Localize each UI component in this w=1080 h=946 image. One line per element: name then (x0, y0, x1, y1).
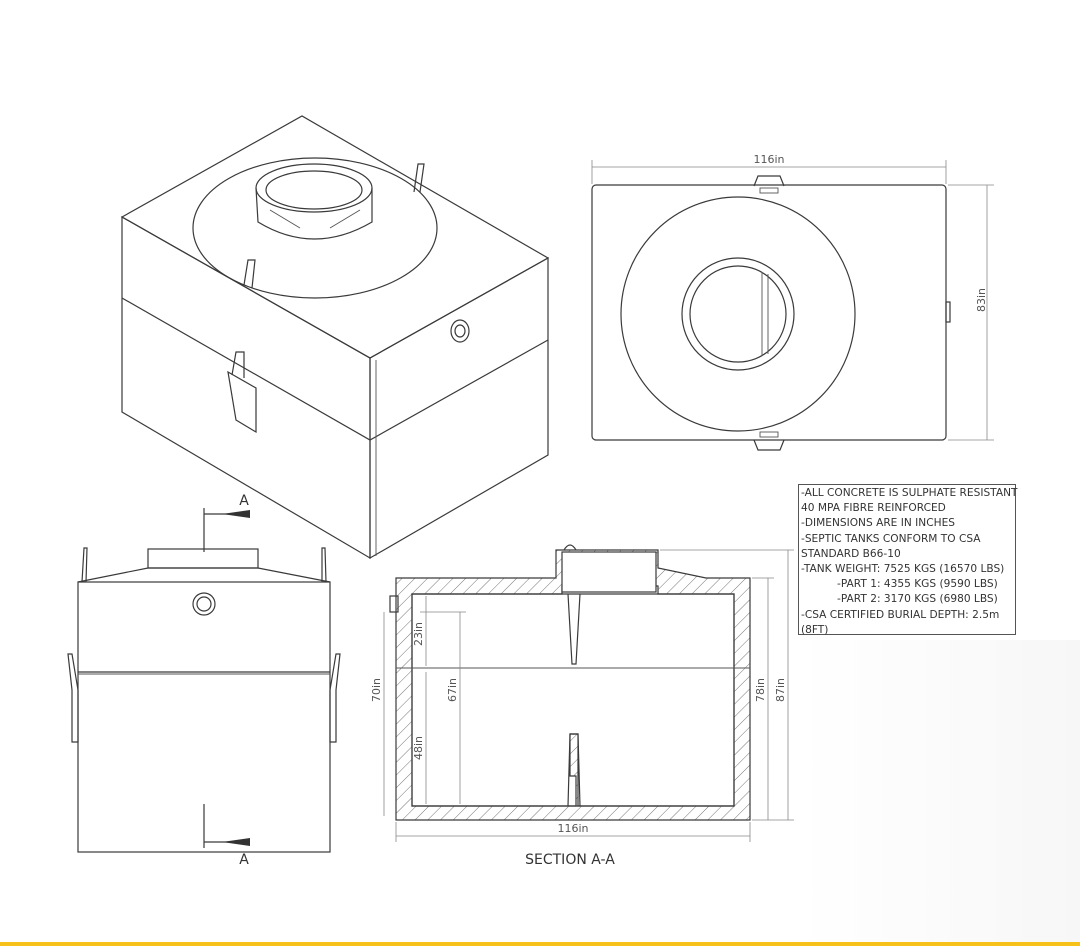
top-inlet-stub (945, 301, 951, 323)
iso-lug-plate (227, 370, 257, 434)
section-baffle-bottom (567, 733, 581, 807)
background-shade (798, 640, 1080, 942)
iso-lid-ring (192, 157, 438, 299)
section-riser-opening (561, 551, 657, 593)
iso-joint-line (121, 297, 549, 441)
top-riser-inner (689, 265, 787, 363)
section-title: SECTION A-A (525, 852, 615, 868)
dim-78: 78in (754, 678, 767, 702)
iso-riser-baffle (269, 209, 361, 229)
side-lug-left (67, 653, 79, 743)
top-width-dim: 116in (753, 153, 784, 166)
note-line: -PART 1: 4355 KGS (9590 LBS) (837, 578, 998, 591)
dim-23: 23in (412, 622, 425, 646)
section-marker-top: A (239, 493, 249, 509)
top-lid-ring (620, 196, 856, 432)
iso-inlet-pipe-inner (454, 324, 466, 338)
iso-right-face (369, 256, 549, 560)
top-view: 116in 83in (591, 153, 994, 451)
section-baffle-top (567, 593, 581, 665)
side-view: A A (67, 493, 341, 868)
dim-70: 70in (370, 678, 383, 702)
side-hook-left-top (81, 547, 88, 583)
note-line: -CSA CERTIFIED BURIAL DEPTH: 2.5m (801, 608, 1000, 621)
top-hook-top (753, 175, 785, 187)
section-marker-top-arrow (222, 510, 250, 518)
top-depth-dim: 83in (975, 288, 988, 312)
section-hook (563, 544, 577, 551)
dim-48: 48in (412, 736, 425, 760)
notes-box: -ALL CONCRETE IS SULPHATE RESISTANT 40 M… (798, 484, 1018, 636)
section-width-dim: 116in (557, 822, 588, 835)
note-line: -TANK WEIGHT: 7525 KGS (16570 LBS) (801, 563, 1005, 576)
note-line: -SEPTIC TANKS CONFORM TO CSA (801, 532, 981, 545)
side-inlet-inner (196, 596, 212, 612)
note-line: STANDARD B66-10 (801, 547, 901, 560)
iso-inlet-pipe (450, 319, 470, 343)
section-marker-bottom-arrow (222, 838, 250, 846)
side-riser (147, 548, 259, 569)
dim-67: 67in (446, 678, 459, 702)
note-line: (8FT) (801, 623, 829, 636)
side-inlet-outer (192, 592, 216, 616)
side-lug-right (329, 653, 341, 743)
section-cavity (411, 593, 735, 807)
note-line: 40 MPA FIBRE REINFORCED (801, 502, 946, 515)
section-marker-bottom: A (239, 852, 249, 868)
accent-bar (0, 942, 1080, 946)
note-line: -ALL CONCRETE IS SULPHATE RESISTANT (801, 487, 1018, 499)
iso-riser-body (255, 187, 373, 240)
iso-lift-hook-top (413, 163, 425, 193)
side-top-taper (77, 567, 331, 583)
iso-lug-loop (231, 351, 245, 378)
section-view: 116in 70in 23in 48in 67in 78in 87in SECT… (370, 544, 794, 868)
top-outline (591, 184, 947, 441)
top-hook-bottom-slot (759, 431, 779, 438)
top-hook-top-slot (759, 187, 779, 194)
isometric-view (120, 115, 550, 560)
dim-87: 87in (774, 678, 787, 702)
top-hook-bottom (753, 439, 785, 451)
section-inlet-stub (389, 595, 399, 613)
iso-lift-hook-front (243, 259, 256, 289)
iso-riser-inner (265, 170, 363, 210)
note-line: -DIMENSIONS ARE IN INCHES (801, 517, 955, 530)
note-line: -PART 2: 3170 KGS (6980 LBS) (837, 593, 998, 606)
top-riser-outer (681, 257, 795, 371)
side-hook-right-top (321, 547, 327, 583)
